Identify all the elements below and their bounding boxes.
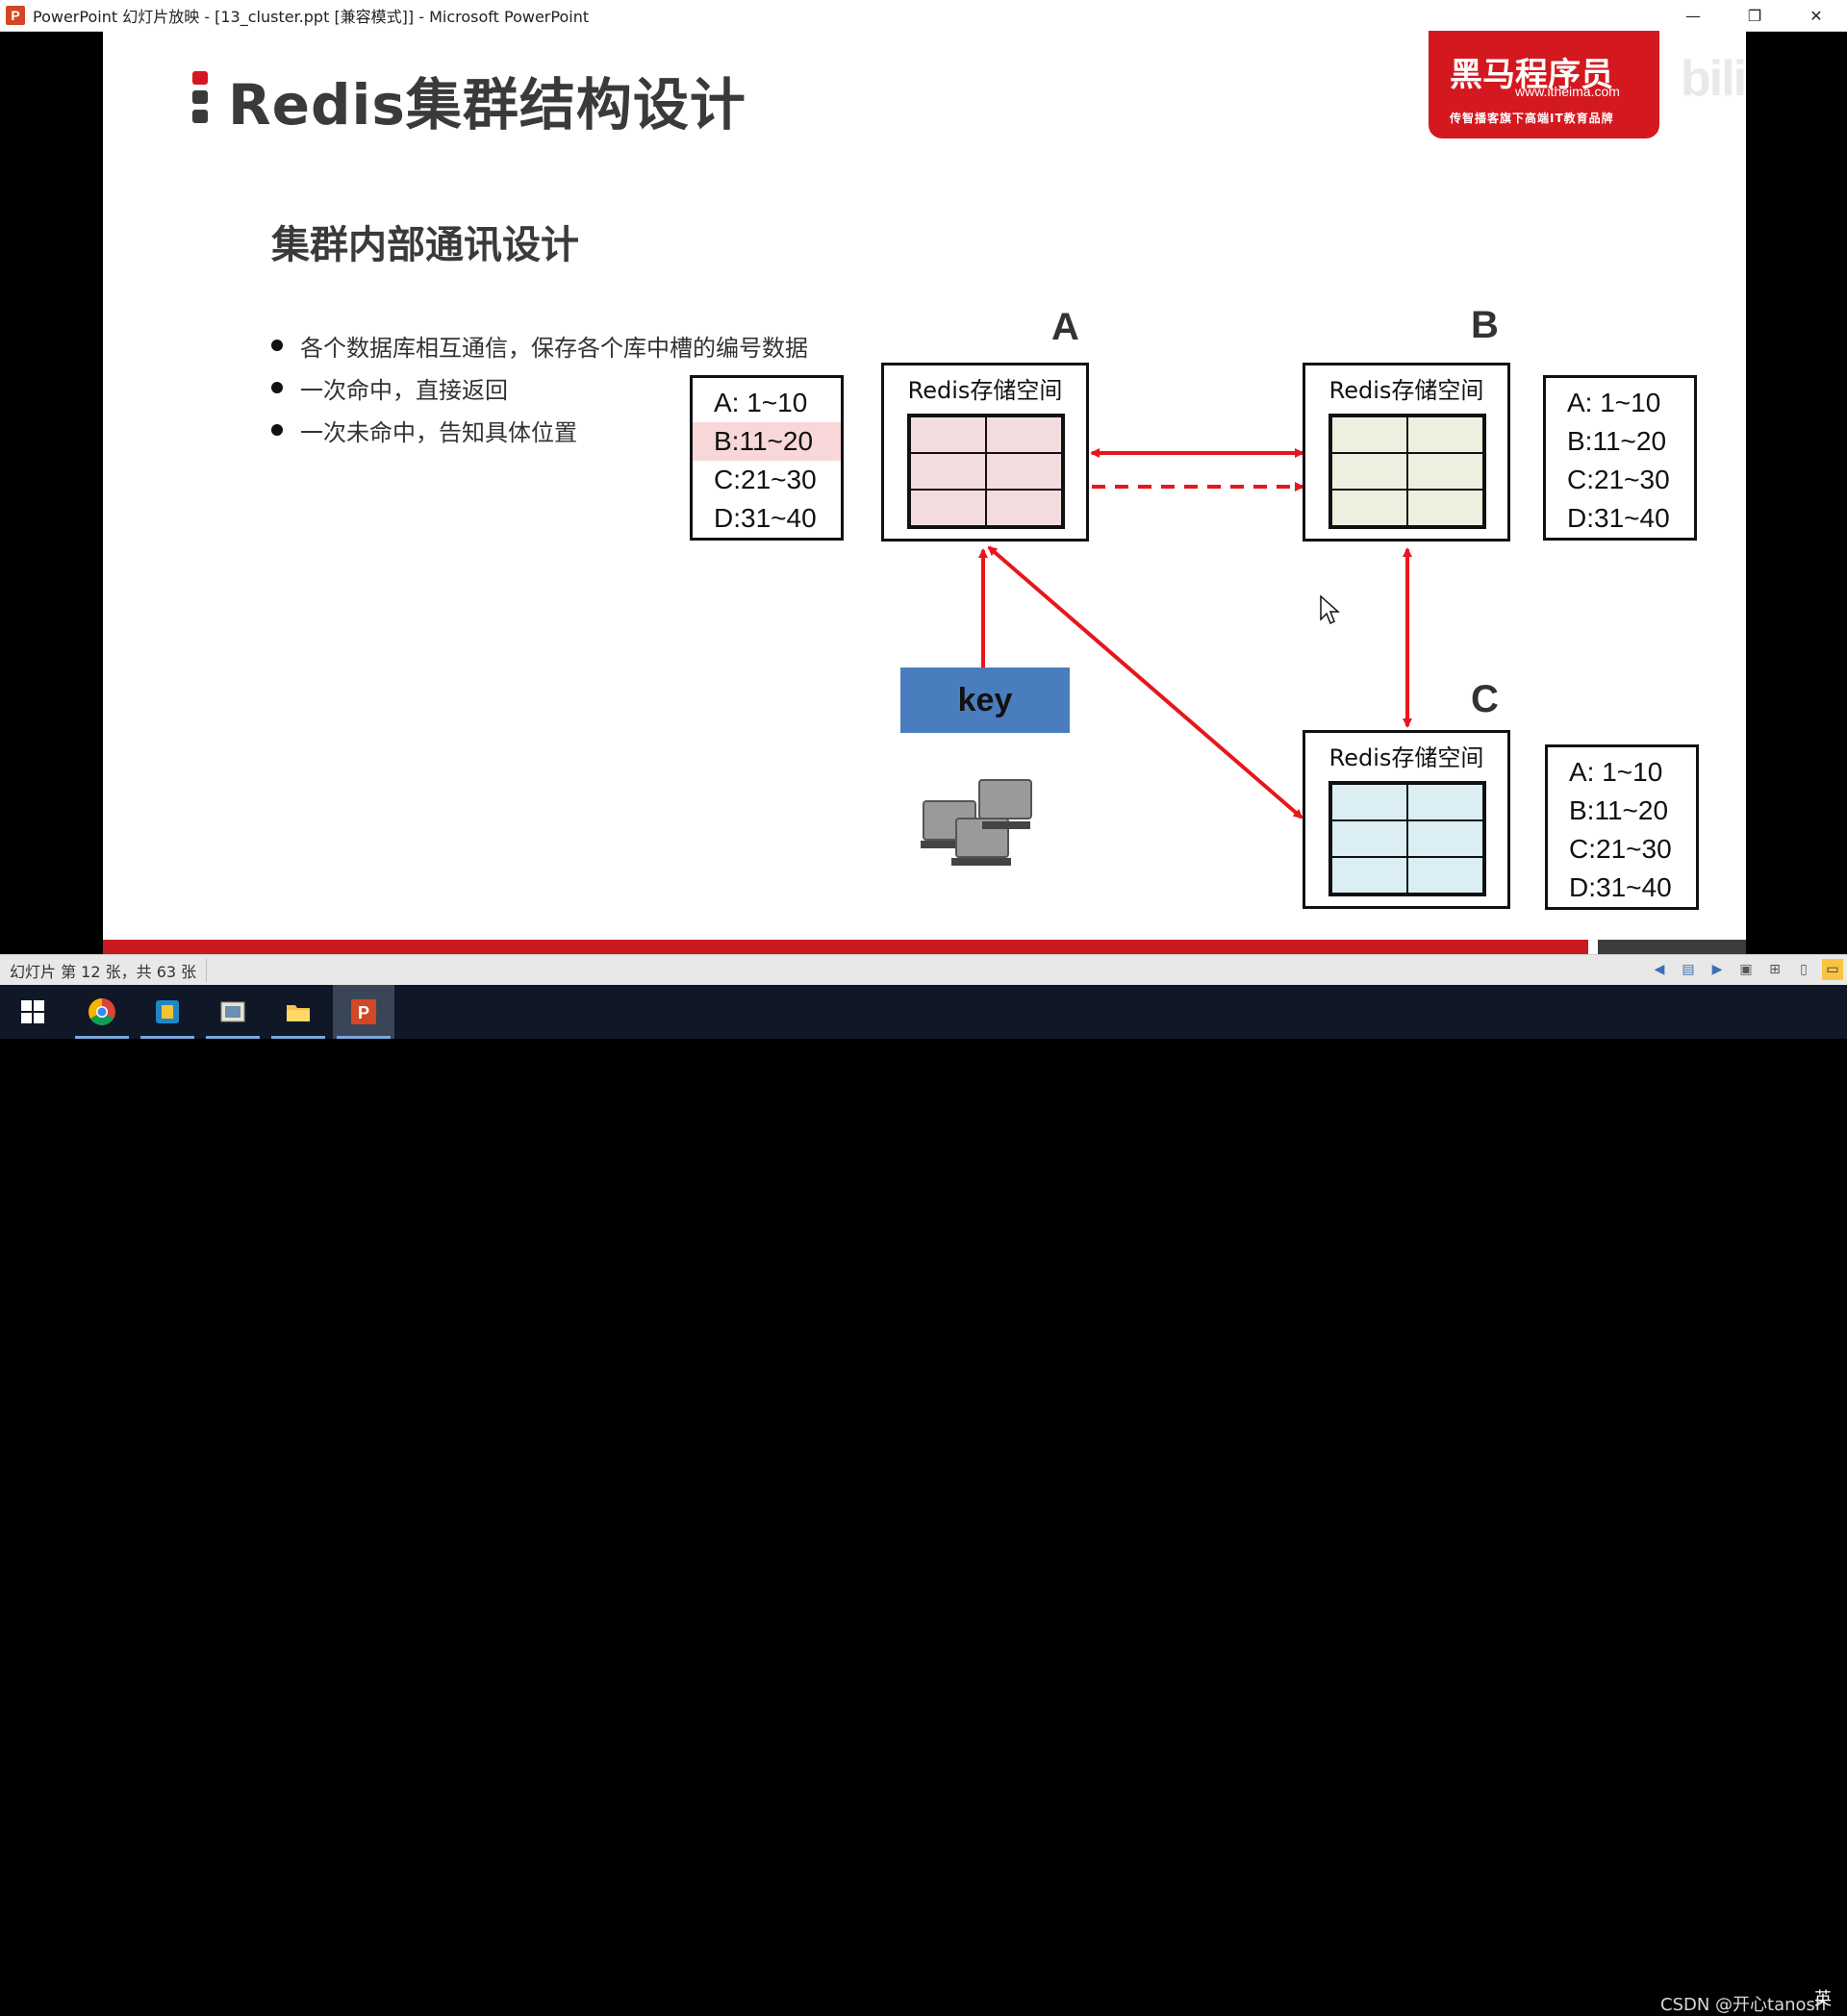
storage-node-c: Redis存储空间 [1303, 730, 1510, 909]
computers-icon [921, 779, 1038, 875]
next-slide-icon[interactable]: ▶ [1711, 962, 1723, 977]
powerpoint-icon: P [6, 6, 25, 25]
logo-tagline: 传智播客旗下高端IT教育品牌 [1450, 112, 1614, 125]
slide-canvas[interactable]: Redis集群结构设计 黑马程序员 www.itheima.com 传智播客旗下… [103, 31, 1746, 954]
logo-brand: 黑马程序员 [1450, 56, 1613, 94]
taskbar-viewer[interactable] [202, 985, 264, 1039]
windows-logo-icon [21, 1000, 44, 1023]
slideshow-view-icon[interactable]: ▭ [1822, 959, 1843, 980]
bilibili-watermark: bilibili [1681, 51, 1746, 107]
start-button[interactable] [2, 985, 63, 1039]
slot-row: C:21~30 [1567, 465, 1670, 494]
previous-slide-icon[interactable]: ◀ [1654, 962, 1665, 977]
slot-table-c: A: 1~10 B:11~20 C:21~30 D:31~40 [1545, 744, 1699, 910]
slot-table-b: A: 1~10 B:11~20 C:21~30 D:31~40 [1543, 375, 1697, 541]
logo-url: www.itheima.com [1515, 84, 1620, 99]
slot-row: C:21~30 [1569, 834, 1672, 864]
svg-text:P: P [358, 1003, 369, 1022]
status-bar: 幻灯片 第 12 张，共 63 张 ◀ ▤ ▶ ▣ ⊞ ▯ ▭ [0, 954, 1847, 986]
window-title: PowerPoint 幻灯片放映 - [13_cluster.ppt [兼容模式… [33, 8, 590, 26]
restore-button[interactable]: ❐ [1747, 6, 1762, 25]
status-icons: ◀ ▤ ▶ ▣ ⊞ ▯ ▭ [1649, 959, 1843, 980]
slot-row: D:31~40 [714, 503, 817, 533]
slot-row: D:31~40 [1569, 872, 1672, 902]
storage-grid-a [907, 414, 1065, 529]
bullet-item: 各个数据库相互通信，保存各个库中槽的编号数据 [271, 324, 808, 366]
taskbar-chrome[interactable] [71, 985, 133, 1039]
slot-row: B:11~20 [1567, 426, 1667, 456]
slot-table-a: A: 1~10 B:11~20 C:21~30 D:31~40 [690, 375, 844, 541]
normal-view-icon[interactable]: ▣ [1739, 962, 1753, 977]
storage-label: Redis存储空间 [1328, 377, 1484, 404]
taskbar-app[interactable] [137, 985, 198, 1039]
window-titlebar: P PowerPoint 幻灯片放映 - [13_cluster.ppt [兼容… [0, 0, 1847, 32]
slide-menu-icon[interactable]: ▤ [1682, 962, 1695, 977]
storage-label: Redis存储空间 [1328, 744, 1484, 771]
windows-taskbar: P CSDN @开心tanosh 英 [0, 985, 1847, 2015]
storage-grid-b [1328, 414, 1486, 529]
key-box: key [900, 668, 1070, 733]
taskbar-file-explorer[interactable] [267, 985, 329, 1039]
slot-row: D:31~40 [1567, 503, 1670, 533]
ime-indicator[interactable]: 英 [1814, 1989, 1832, 2009]
arrow-a-c [987, 545, 1303, 819]
image-viewer-icon [220, 1001, 245, 1022]
title-accent-icon [192, 71, 208, 129]
slide-title: Redis集群结构设计 [228, 72, 746, 138]
bullet-dot-icon [271, 382, 283, 393]
bullet-item: 一次未命中，告知具体位置 [271, 409, 808, 451]
slot-row: C:21~30 [714, 465, 817, 494]
mouse-cursor-icon [1320, 594, 1340, 625]
bullet-dot-icon [271, 424, 283, 436]
bullet-text: 一次命中，直接返回 [300, 376, 508, 404]
chrome-icon [89, 998, 115, 1025]
slot-row: A: 1~10 [714, 388, 808, 417]
app-icon [156, 1000, 179, 1023]
diagram-arrows [978, 448, 1412, 819]
close-button[interactable]: ✕ [1809, 6, 1823, 25]
storage-node-b: Redis存储空间 [1303, 363, 1510, 542]
minimize-button[interactable]: — [1685, 6, 1701, 25]
slot-row: B:11~20 [1569, 795, 1669, 825]
slot-row: A: 1~10 [1567, 388, 1661, 417]
node-letter-b: B [1471, 304, 1499, 346]
storage-grid-c [1328, 781, 1486, 896]
slide-subtitle: 集群内部通讯设计 [271, 223, 579, 267]
bullet-item: 一次命中，直接返回 [271, 366, 808, 409]
taskbar-powerpoint[interactable]: P [333, 985, 394, 1039]
reading-view-icon[interactable]: ▯ [1800, 962, 1808, 977]
bullet-list: 各个数据库相互通信，保存各个库中槽的编号数据 一次命中，直接返回 一次未命中，告… [271, 324, 808, 451]
node-letter-c: C [1471, 678, 1499, 720]
storage-label: Redis存储空间 [907, 377, 1063, 404]
slideshow-progress-remaining [1598, 940, 1746, 954]
itheima-logo: 黑马程序员 www.itheima.com 传智播客旗下高端IT教育品牌 [1429, 31, 1659, 139]
csdn-watermark: CSDN @开心tanosh [1660, 1995, 1827, 2015]
bullet-dot-icon [271, 340, 283, 351]
slot-row: A: 1~10 [1569, 757, 1663, 787]
slide-counter: 幻灯片 第 12 张，共 63 张 [0, 959, 208, 982]
powerpoint-taskbar-icon: P [351, 999, 376, 1024]
folder-icon [287, 1005, 310, 1021]
slide-sorter-icon[interactable]: ⊞ [1769, 962, 1781, 977]
bullet-text: 一次未命中，告知具体位置 [300, 418, 577, 446]
slideshow-progress-bar [103, 940, 1588, 954]
node-letter-a: A [1051, 306, 1079, 348]
bullet-text: 各个数据库相互通信，保存各个库中槽的编号数据 [300, 334, 808, 362]
storage-node-a: Redis存储空间 [881, 363, 1089, 542]
slot-row-highlighted: B:11~20 [693, 422, 841, 461]
window-controls: — ❐ ✕ [1662, 0, 1847, 31]
